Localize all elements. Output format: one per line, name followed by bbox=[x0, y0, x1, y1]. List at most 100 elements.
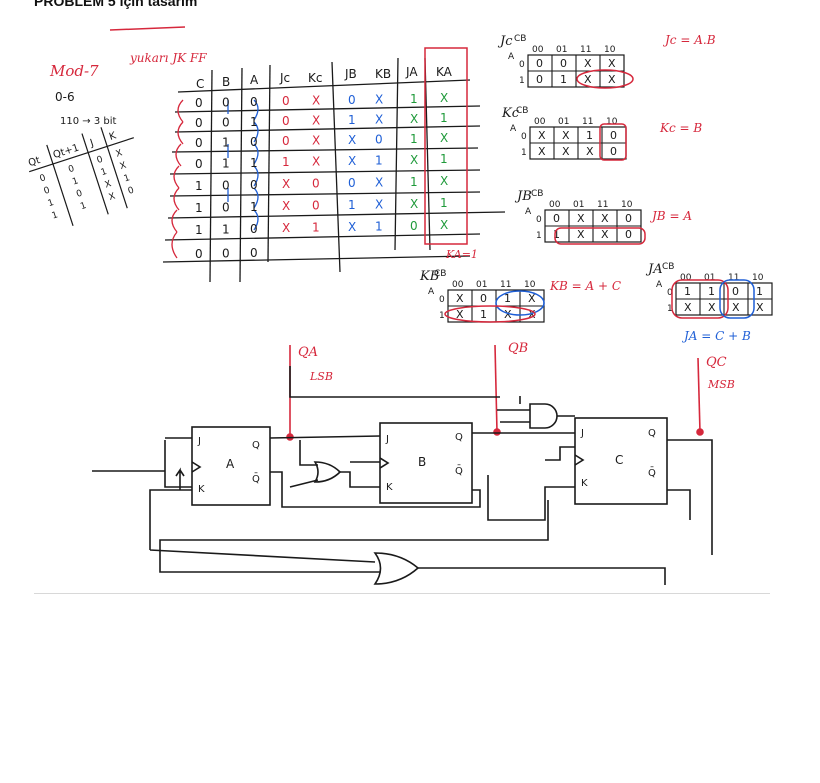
kmap-corner-top: CB bbox=[531, 189, 543, 199]
state-cell: 0 bbox=[282, 134, 290, 148]
state-cell: 1 bbox=[348, 113, 356, 127]
bit-change-arrows bbox=[227, 99, 259, 231]
exc-h2: J bbox=[88, 138, 95, 150]
kmap-col-header: 10 bbox=[621, 200, 633, 210]
state-cell: 1 bbox=[195, 223, 203, 237]
kmap-cell: X bbox=[756, 301, 764, 314]
kmap-jb-name: JB bbox=[514, 189, 532, 204]
kmap-cell: X bbox=[684, 301, 692, 314]
state-cell: 1 bbox=[348, 198, 356, 212]
kmap-cell: X bbox=[538, 129, 546, 142]
state-cell: 1 bbox=[250, 200, 258, 214]
kmap-cell: X bbox=[577, 212, 585, 225]
state-cell: 0 bbox=[195, 247, 203, 261]
kmap-col-header: 11 bbox=[580, 45, 591, 55]
state-cell: 0 bbox=[195, 136, 203, 150]
kmap-cell: 1 bbox=[480, 308, 487, 321]
col-header-ja: JA bbox=[405, 65, 418, 79]
page-heading: PROBLEM 5 için tasarım bbox=[34, 0, 198, 9]
state-cell: 0 bbox=[282, 114, 290, 128]
kmap-jb-equation: JB = A bbox=[649, 209, 692, 223]
kmap-cell: X bbox=[528, 308, 536, 321]
state-cell: 0 bbox=[195, 96, 203, 110]
state-cell: X bbox=[312, 114, 320, 128]
flipflop-c[interactable] bbox=[574, 417, 668, 505]
kmap-row-label: 1 bbox=[519, 76, 525, 86]
kmap-cell: X bbox=[538, 145, 546, 158]
col-header-kc: Kc bbox=[308, 71, 322, 85]
kmap-group-loop bbox=[554, 227, 646, 245]
sequence-arrows bbox=[171, 99, 184, 259]
kmap-kb-equation: KB = A + C bbox=[549, 279, 621, 293]
kmap-row-label: 0 bbox=[521, 132, 527, 142]
flipflop-b[interactable] bbox=[379, 422, 473, 504]
kmap-row-label: 1 bbox=[667, 304, 673, 314]
kmap-cell: 0 bbox=[560, 57, 567, 70]
kmap-cell: X bbox=[608, 73, 616, 86]
kmap-col-header: 11 bbox=[582, 117, 593, 127]
label-lsb: LSB bbox=[309, 370, 333, 383]
exc-h3: K bbox=[108, 130, 118, 143]
kmap-col-header: 01 bbox=[476, 280, 487, 290]
svg-text:K: K bbox=[581, 478, 588, 489]
kmap-corner-top: CB bbox=[514, 34, 526, 44]
kmap-cell: 0 bbox=[536, 73, 543, 86]
flipflop-b-name: B bbox=[418, 455, 426, 469]
state-cell: X bbox=[348, 133, 356, 147]
kmap-kc-equation: Kc = B bbox=[659, 121, 702, 135]
state-cell: 0 bbox=[222, 200, 230, 214]
flipflop-a[interactable] bbox=[191, 426, 271, 506]
or-gate-kb[interactable] bbox=[313, 461, 342, 483]
kmap-corner-left: A bbox=[428, 287, 435, 297]
state-cell: X bbox=[348, 220, 356, 234]
circuit bbox=[92, 344, 713, 585]
kmap-col-header: 00 bbox=[549, 200, 561, 210]
state-cell: 0 bbox=[195, 116, 203, 130]
exc-rows: 0 0 0 X 0 1 1 X 1 0 X 1 1 1 X 0 bbox=[39, 148, 136, 221]
svg-text:X: X bbox=[119, 161, 128, 172]
kmap-row-label: 1 bbox=[521, 148, 527, 158]
kmap-col-header: 10 bbox=[752, 273, 764, 283]
svg-text:Q̄: Q̄ bbox=[252, 472, 260, 485]
kmap-jc-name: Jc bbox=[497, 34, 513, 49]
kmap-cell: 1 bbox=[756, 285, 763, 298]
kmap-cell: X bbox=[584, 57, 592, 70]
state-cell: 1 bbox=[250, 115, 258, 129]
state-cell: X bbox=[440, 131, 448, 145]
kmap-cell: X bbox=[562, 129, 570, 142]
kmap-jc-equation: Jc = A.B bbox=[662, 33, 716, 47]
state-cell: 0 bbox=[250, 222, 258, 236]
kmap-group-loop bbox=[671, 279, 729, 319]
note-range: 0-6 bbox=[55, 90, 75, 104]
kmap-cell: X bbox=[528, 292, 536, 305]
kmap-row-label: 0 bbox=[519, 60, 525, 70]
kmap-col-header: 00 bbox=[532, 45, 544, 55]
kmap-cell: X bbox=[456, 292, 464, 305]
state-cell: 0 bbox=[222, 178, 230, 192]
state-cell: 1 bbox=[410, 132, 418, 146]
kmap-cell: 1 bbox=[586, 129, 593, 142]
svg-text:J: J bbox=[580, 428, 584, 439]
kmap-col-header: 11 bbox=[597, 200, 608, 210]
state-cell: 0 bbox=[348, 176, 356, 190]
kmap-cell: X bbox=[456, 308, 464, 321]
kmap-cell: 1 bbox=[708, 285, 715, 298]
state-cell: 0 bbox=[375, 132, 383, 146]
label-qc: QC bbox=[706, 355, 727, 370]
kmap-kb-name: KB bbox=[419, 269, 439, 284]
or-gate-ja[interactable] bbox=[373, 552, 420, 585]
state-cell: X bbox=[440, 91, 448, 105]
col-header-jb: JB bbox=[344, 67, 357, 81]
kmap-col-header: 01 bbox=[556, 45, 567, 55]
note-bits: 110 → 3 bit bbox=[60, 116, 116, 127]
clock-line bbox=[92, 437, 192, 488]
label-qa: QA bbox=[298, 345, 318, 360]
kmap-row-label: 1 bbox=[536, 231, 542, 241]
svg-text:1: 1 bbox=[100, 167, 109, 178]
svg-text:J: J bbox=[385, 434, 389, 445]
and-gate[interactable] bbox=[529, 403, 558, 429]
kmap-col-header: 10 bbox=[604, 45, 616, 55]
